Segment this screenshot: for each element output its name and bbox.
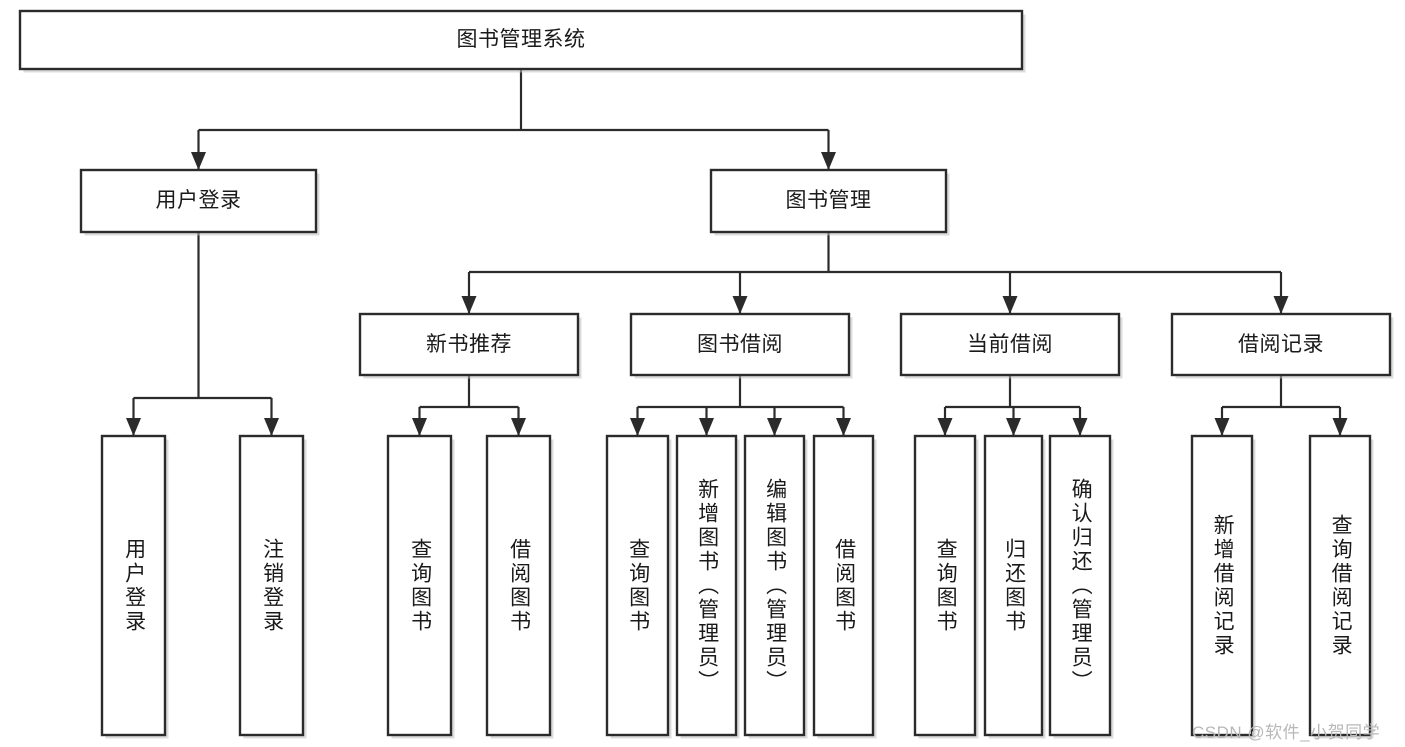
- node-box-leaf-current-return[interactable]: [983, 434, 1044, 737]
- node-box-leaf-user-logout[interactable]: [238, 434, 305, 737]
- node-box-borrow-record[interactable]: [1170, 312, 1392, 377]
- arrow-head-icon: [937, 418, 953, 436]
- arrow-head-icon: [767, 418, 782, 436]
- arrow-head-icon: [1002, 296, 1018, 314]
- arrow-head-icon: [264, 418, 279, 436]
- edges-group: [126, 69, 1348, 436]
- node-box-leaf-current-confirm[interactable]: [1048, 434, 1112, 737]
- node-box-leaf-record-add[interactable]: [1190, 434, 1254, 737]
- node-box-leaf-record-query[interactable]: [1308, 434, 1372, 737]
- arrow-head-icon: [191, 152, 206, 170]
- node-box-leaf-borrow-add[interactable]: [675, 434, 738, 737]
- node-box-leaf-borrow-lend[interactable]: [812, 434, 875, 737]
- arrow-head-icon: [732, 296, 748, 314]
- boxes-group: [18, 9, 1394, 739]
- arrow-head-icon: [1273, 296, 1289, 314]
- arrow-head-icon: [412, 418, 427, 436]
- arrow-head-icon: [461, 296, 477, 314]
- arrow-head-icon: [1072, 418, 1088, 436]
- arrow-head-icon: [1332, 418, 1348, 436]
- arrow-head-icon: [1006, 418, 1021, 436]
- node-box-book-borrow[interactable]: [629, 312, 851, 377]
- node-box-leaf-borrow-query[interactable]: [605, 434, 670, 737]
- arrow-head-icon: [1214, 418, 1230, 436]
- node-box-leaf-user-login[interactable]: [100, 434, 167, 737]
- node-box-current-borrow[interactable]: [899, 312, 1121, 377]
- arrow-head-icon: [836, 418, 851, 436]
- arrow-head-icon: [821, 152, 836, 170]
- node-box-new-book-rec[interactable]: [358, 312, 580, 377]
- node-box-root[interactable]: [18, 9, 1024, 71]
- node-box-leaf-current-query[interactable]: [913, 434, 977, 737]
- node-box-leaf-rec-query[interactable]: [386, 434, 453, 737]
- arrow-head-icon: [511, 418, 526, 436]
- node-box-leaf-borrow-edit[interactable]: [743, 434, 806, 737]
- csdn-watermark: CSDN @软件_小贺同学: [1192, 723, 1381, 742]
- node-box-leaf-rec-borrow[interactable]: [485, 434, 552, 737]
- arrow-head-icon: [126, 418, 141, 436]
- node-box-book-manage[interactable]: [709, 168, 948, 234]
- node-box-user-login[interactable]: [79, 168, 318, 234]
- arrow-head-icon: [630, 418, 645, 436]
- arrow-head-icon: [699, 418, 714, 436]
